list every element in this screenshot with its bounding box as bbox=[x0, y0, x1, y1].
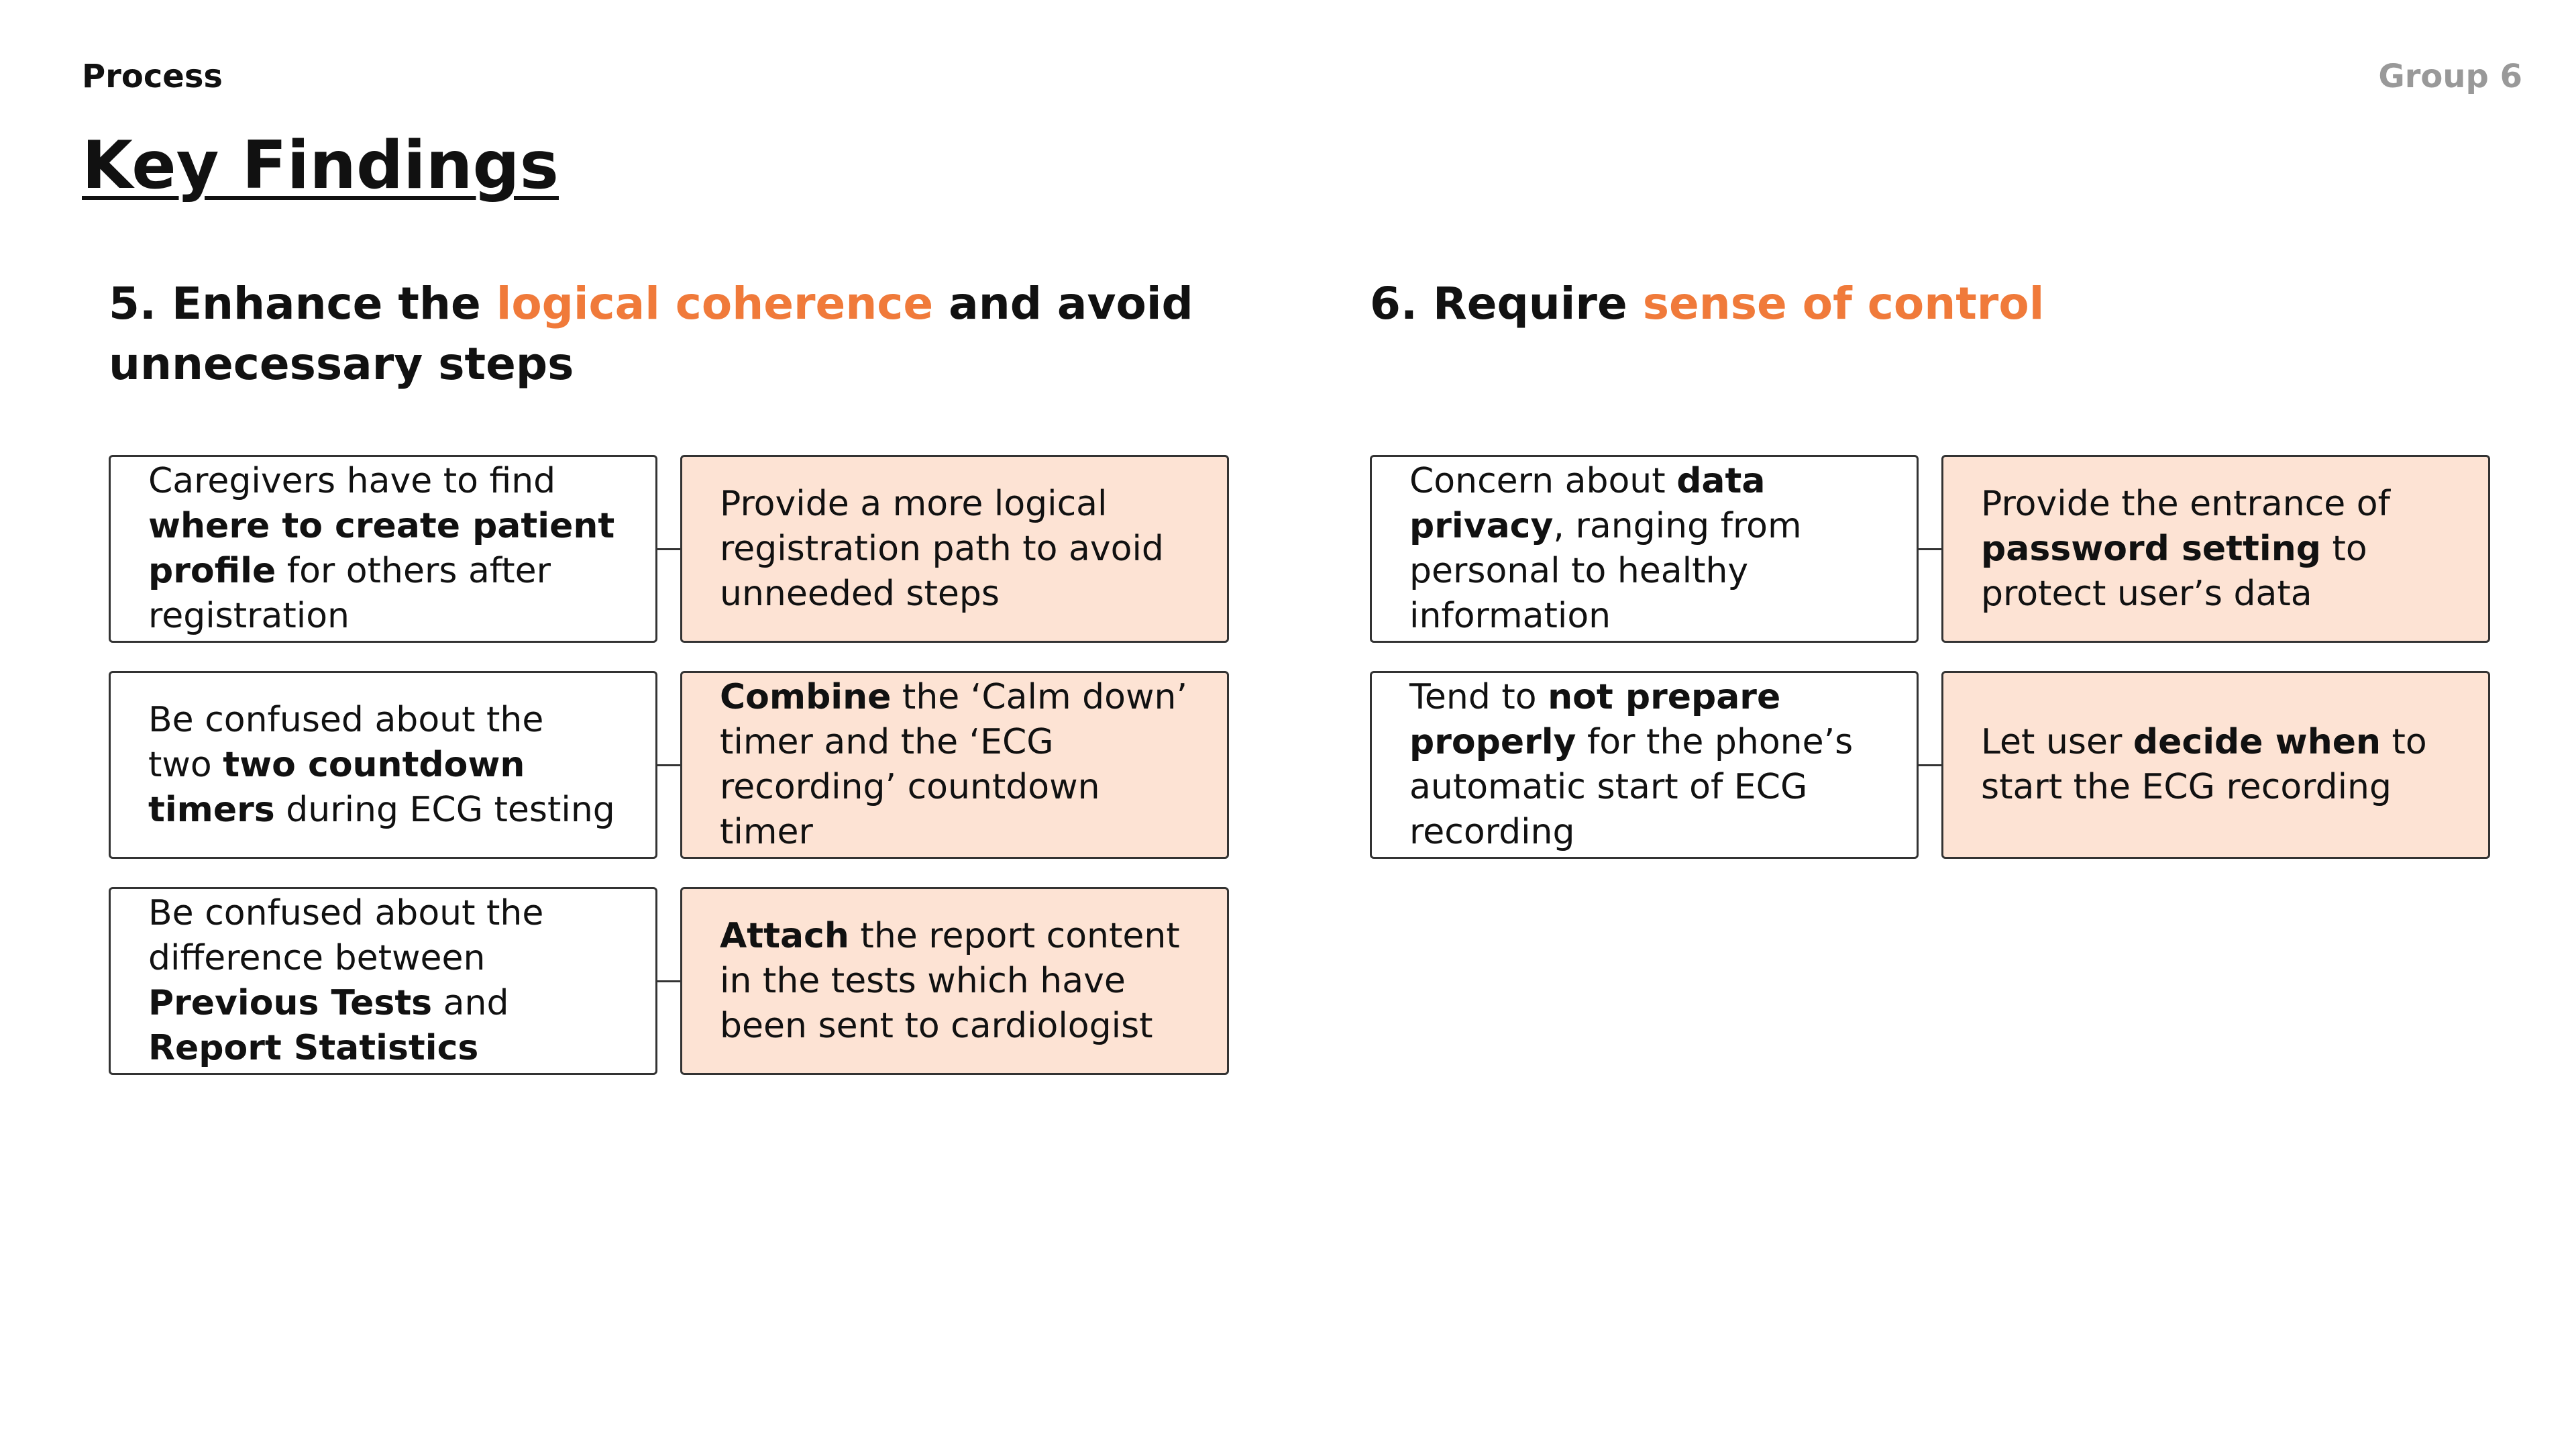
problem-card: Be confused about the two two countdown … bbox=[109, 671, 657, 859]
problem-card: Caregivers have to find where to create … bbox=[109, 455, 657, 643]
connector-line bbox=[1919, 764, 1941, 766]
page-title: Key Findings bbox=[82, 127, 559, 204]
card-text: during ECG testing bbox=[274, 789, 615, 830]
card-emphasis: Combine bbox=[720, 677, 892, 717]
card-emphasis: data privacy bbox=[1409, 461, 1766, 546]
card-text: Concern about bbox=[1409, 461, 1677, 501]
card-emphasis: decide when bbox=[2133, 722, 2381, 762]
connector-line bbox=[657, 764, 680, 766]
card-text: and bbox=[432, 983, 509, 1023]
card-emphasis: two countdown timers bbox=[148, 744, 525, 830]
finding-row: Tend to not prepare properly for the pho… bbox=[1370, 671, 2497, 859]
card-emphasis: not prepare properly bbox=[1409, 677, 1781, 762]
card-text: Provide the entrance of bbox=[1981, 483, 2390, 524]
solution-card: Provide a more logical registration path… bbox=[680, 455, 1229, 643]
card-text: Tend to bbox=[1409, 677, 1548, 717]
card-text: to start the ECG recording bbox=[1981, 722, 2427, 807]
card-text: , ranging from personal to healthy infor… bbox=[1409, 506, 1802, 636]
card-text: Caregivers have to find bbox=[148, 461, 556, 501]
card-emphasis: password setting bbox=[1981, 528, 2321, 569]
solution-card: Provide the entrance of password setting… bbox=[1941, 455, 2490, 643]
card-text: the ‘Calm down’ timer and the ‘ECG recor… bbox=[720, 677, 1187, 852]
card-text: Be confused about the two bbox=[148, 699, 544, 785]
group-label: Group 6 bbox=[2378, 58, 2522, 95]
heading-text: and avoid unnecessary steps bbox=[109, 278, 1193, 390]
solution-card: Attach the report content in the tests w… bbox=[680, 887, 1229, 1075]
card-text: for the phone’s automatic start of ECG r… bbox=[1409, 722, 1854, 852]
solution-card: Combine the ‘Calm down’ timer and the ‘E… bbox=[680, 671, 1229, 859]
finding-rows: Caregivers have to find where to create … bbox=[109, 455, 1236, 1075]
connector-line bbox=[657, 548, 680, 550]
card-text: Provide a more logical registration path… bbox=[720, 483, 1164, 614]
finding-section-5: 5. Enhance the logical coherence and avo… bbox=[109, 274, 1236, 1075]
section-heading: 6. Require sense of control bbox=[1370, 274, 2497, 455]
connector-line bbox=[657, 980, 680, 982]
card-emphasis: Previous Tests bbox=[148, 983, 433, 1023]
card-text: to protect user’s data bbox=[1981, 528, 2367, 614]
heading-accent: sense of control bbox=[1642, 278, 2045, 329]
finding-row: Be confused about the two two countdown … bbox=[109, 671, 1236, 859]
heading-accent: logical coherence bbox=[496, 278, 934, 329]
card-text: the report content in the tests which ha… bbox=[720, 915, 1180, 1046]
problem-card: Tend to not prepare properly for the pho… bbox=[1370, 671, 1919, 859]
finding-rows: Concern about data privacy, ranging from… bbox=[1370, 455, 2497, 859]
card-emphasis: where to create patient profile bbox=[148, 506, 615, 591]
finding-row: Caregivers have to find where to create … bbox=[109, 455, 1236, 643]
card-text: Let user bbox=[1981, 722, 2133, 762]
card-text: for others after registration bbox=[148, 551, 551, 636]
finding-row: Concern about data privacy, ranging from… bbox=[1370, 455, 2497, 643]
card-emphasis: Attach bbox=[720, 915, 849, 956]
problem-card: Concern about data privacy, ranging from… bbox=[1370, 455, 1919, 643]
heading-text: 5. Enhance the bbox=[109, 278, 496, 329]
solution-card: Let user decide when to start the ECG re… bbox=[1941, 671, 2490, 859]
connector-line bbox=[1919, 548, 1941, 550]
section-label: Process bbox=[82, 58, 223, 95]
card-text: Be confused about the difference between bbox=[148, 893, 544, 978]
card-emphasis: Report Statistics bbox=[148, 1028, 479, 1068]
section-heading: 5. Enhance the logical coherence and avo… bbox=[109, 274, 1236, 455]
heading-text: 6. Require bbox=[1370, 278, 1643, 329]
finding-section-6: 6. Require sense of control Concern abou… bbox=[1370, 274, 2497, 859]
finding-row: Be confused about the difference between… bbox=[109, 887, 1236, 1075]
problem-card: Be confused about the difference between… bbox=[109, 887, 657, 1075]
